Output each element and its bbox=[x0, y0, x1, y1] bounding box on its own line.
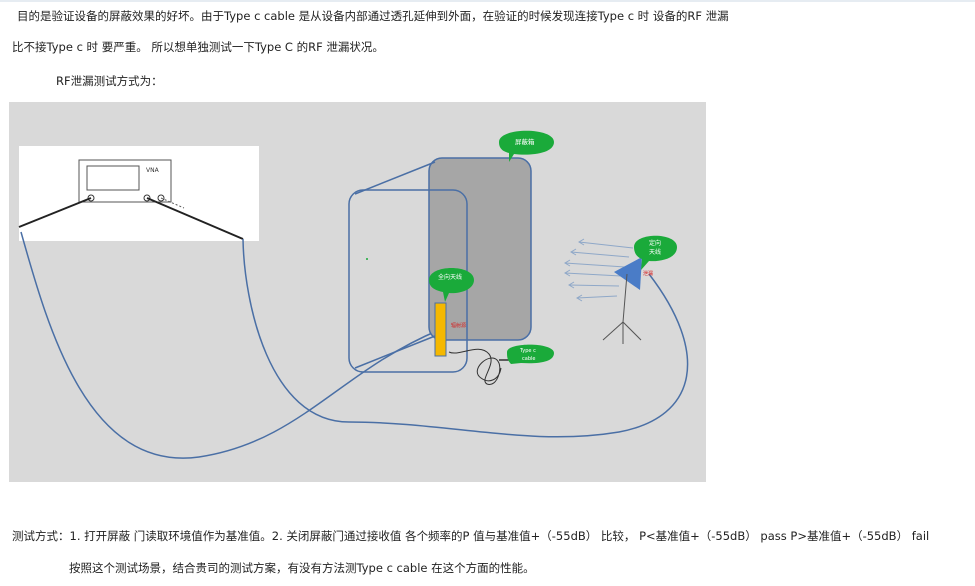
typec-label-line1: Type c bbox=[519, 348, 536, 354]
shield-box-edge-bottom bbox=[354, 335, 436, 369]
vna-cable-left bbox=[18, 197, 92, 228]
typec-callout bbox=[507, 344, 554, 364]
antenna-tripod bbox=[602, 273, 642, 344]
leak-label: 泄漏 bbox=[643, 270, 653, 277]
shield-box bbox=[428, 157, 532, 341]
directional-antenna bbox=[614, 257, 642, 290]
omni-antenna-label: 全向天线 bbox=[438, 273, 462, 281]
paragraph-method-heading: RF泄漏测试方式为： bbox=[56, 74, 163, 88]
shield-box-callout bbox=[499, 130, 554, 162]
leak-arrows bbox=[564, 238, 634, 302]
vna-screen bbox=[86, 165, 140, 191]
vna-cable-right bbox=[146, 197, 244, 240]
paragraph-purpose-1: 目的是验证设备的屏蔽效果的好坏。由于Type c cable 是从设备内部通过透… bbox=[17, 9, 729, 23]
test-setup-diagram: VNA 屏蔽箱 辐射源 全向天线 Type c cable 泄漏 bbox=[9, 102, 706, 482]
directional-antenna-label-line1: 定向 bbox=[649, 239, 661, 247]
cable-to-directional-antenna bbox=[242, 238, 689, 438]
typec-cable-coil bbox=[448, 348, 502, 385]
paragraph-test-method: 测试方式：1. 打开屏蔽 门读取环境值作为基准值。2. 关闭屏蔽门通过接收值 各… bbox=[12, 529, 930, 543]
top-border bbox=[0, 0, 975, 2]
vna-label: VNA bbox=[146, 167, 160, 174]
vna-cable-stub bbox=[160, 197, 185, 209]
omni-antenna bbox=[434, 302, 447, 357]
inner-dot bbox=[366, 258, 368, 260]
omni-antenna-callout bbox=[429, 268, 474, 302]
paragraph-question: 按照这个测试场景，结合贵司的测试方案，有没有方法测Type c cable 在这… bbox=[69, 561, 535, 575]
shield-box-edge-top bbox=[354, 161, 436, 195]
paragraph-purpose-2: 比不接Type c 时 要严重。 所以想单独测试一下Type C 的RF 泄漏状… bbox=[12, 40, 384, 54]
cable-to-omni-antenna bbox=[20, 231, 440, 459]
directional-antenna-label-line2: 天线 bbox=[649, 248, 661, 256]
emission-source-label: 辐射源 bbox=[451, 322, 466, 329]
typec-label-line2: cable bbox=[522, 356, 535, 362]
directional-antenna-callout bbox=[634, 235, 677, 270]
shield-box-label: 屏蔽箱 bbox=[515, 137, 535, 146]
